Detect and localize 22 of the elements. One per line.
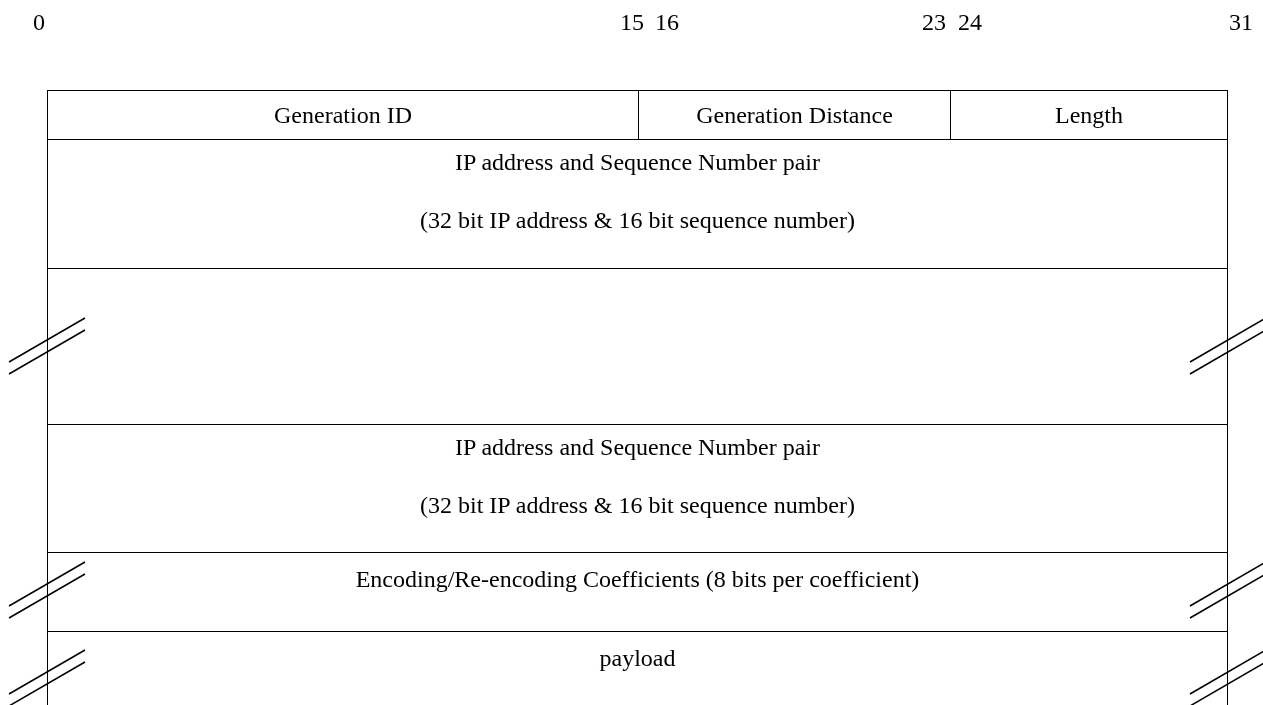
field-label: Length (1055, 101, 1123, 129)
field-label: (32 bit IP address & 16 bit sequence number) (420, 491, 855, 519)
bit-number: 31 (1229, 8, 1253, 36)
field-label: payload (599, 644, 676, 672)
field-box (47, 90, 639, 140)
field-label: IP address and Sequence Number pair (455, 148, 820, 176)
bit-number: 0 (33, 8, 45, 36)
field-label: IP address and Sequence Number pair (455, 433, 820, 461)
field-box (47, 424, 1228, 553)
field-box (950, 90, 1228, 140)
field-box (47, 631, 1228, 705)
bit-number: 16 (655, 8, 679, 36)
empty-field-box (47, 268, 1228, 425)
field-label: Encoding/Re-encoding Coefficients (8 bits per coefficient) (355, 565, 920, 593)
field-label: (32 bit IP address & 16 bit sequence number) (420, 206, 855, 234)
field-box (47, 552, 1228, 632)
field-label: Generation Distance (696, 101, 893, 129)
bit-number: 15 (620, 8, 644, 36)
bit-number: 23 (922, 8, 946, 36)
field-label: Generation ID (274, 101, 412, 129)
field-box (47, 139, 1228, 269)
bit-number: 24 (958, 8, 982, 36)
